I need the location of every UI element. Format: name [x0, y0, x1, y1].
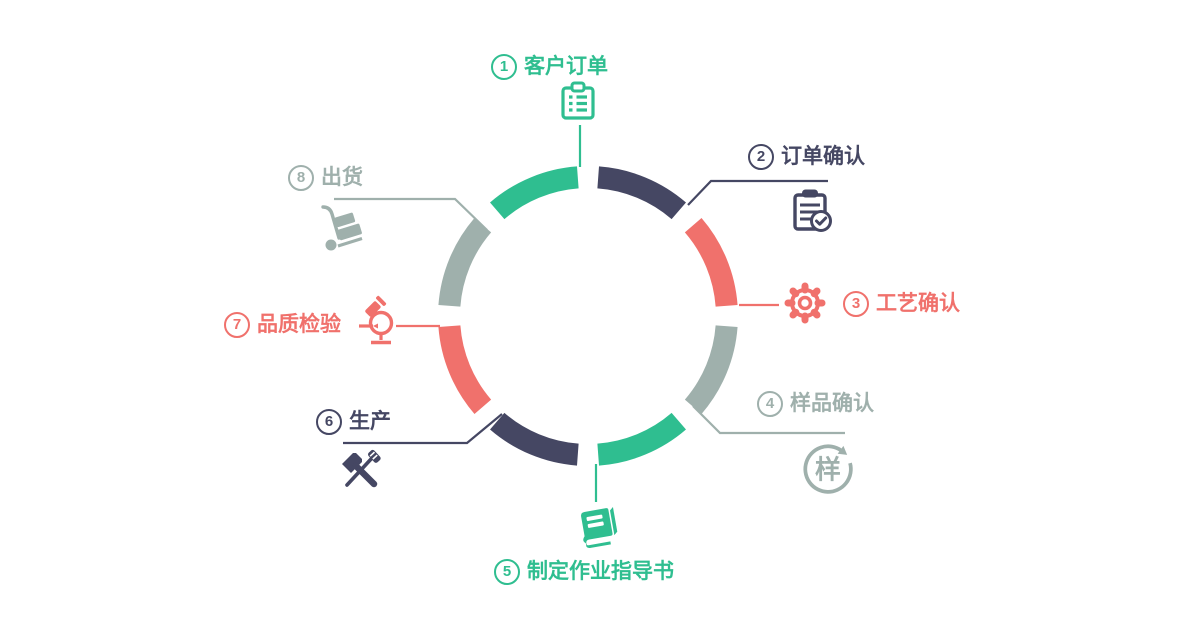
ring-segment-step-4: [684, 325, 738, 414]
step-4-text: 样品确认: [790, 392, 874, 415]
microscope-icon: [355, 295, 403, 349]
connector-step-6: [343, 413, 503, 445]
trolley-icon: [316, 201, 370, 255]
connector-step-8: [334, 197, 488, 231]
step-2-text: 订单确认: [781, 145, 865, 168]
sample-char: 样: [815, 454, 841, 484]
step-3-label: 3 工艺确认: [843, 291, 960, 317]
connector-step-4: [692, 405, 845, 435]
clipboard-check-icon: [787, 186, 837, 238]
step-3-text: 工艺确认: [876, 292, 960, 315]
connector-step-2: [687, 179, 828, 206]
step-5-number-badge: 5: [494, 559, 520, 585]
step-1-label: 1 客户订单: [491, 54, 608, 80]
step-8-text: 出货: [321, 166, 363, 189]
step-2-number-badge: 2: [748, 144, 774, 170]
step-5-label: 5 制定作业指导书: [494, 559, 674, 585]
order-list-icon: [556, 79, 600, 123]
step-8-label: 8 出货: [288, 165, 363, 191]
step-8-number-badge: 8: [288, 165, 314, 191]
step-7-text: 品质检验: [257, 313, 341, 336]
tools-icon: [336, 446, 386, 494]
step-6-text: 生产: [349, 410, 391, 433]
step-3-number-badge: 3: [843, 291, 869, 317]
step-7-label: 7 品质检验: [224, 312, 341, 338]
ring-segment-step-7: [438, 325, 492, 414]
step-6-number-badge: 6: [316, 409, 342, 435]
ring-segment-step-6: [490, 412, 579, 466]
ring-segments: [438, 166, 738, 466]
step-1-text: 客户订单: [524, 55, 608, 78]
step-2-label: 2 订单确认: [748, 144, 865, 170]
ring-segment-step-5: [597, 412, 686, 466]
step-7-number-badge: 7: [224, 312, 250, 338]
step-6-label: 6 生产: [316, 409, 391, 435]
ring-segment-step-8: [438, 218, 492, 307]
step-5-text: 制定作业指导书: [527, 560, 674, 583]
step-1-number-badge: 1: [491, 54, 517, 80]
book-icon: [570, 499, 624, 553]
step-4-label: 4 样品确认: [757, 391, 874, 417]
connector-lines: [334, 125, 845, 502]
sample-cycle-icon: 样: [799, 440, 857, 498]
ring-segment-step-1: [490, 166, 579, 220]
ring-segment-step-3: [684, 218, 738, 307]
ring-segment-step-2: [597, 166, 686, 220]
step-4-number-badge: 4: [757, 391, 783, 417]
gear-icon: [781, 279, 829, 327]
